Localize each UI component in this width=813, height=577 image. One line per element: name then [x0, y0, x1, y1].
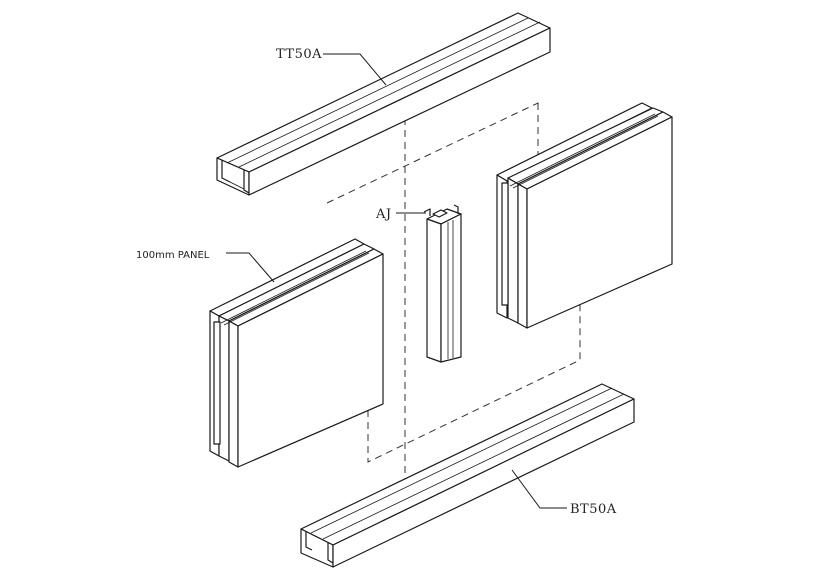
top-track-tt50a — [216, 12, 551, 196]
label-panel: 100mm PANEL — [136, 250, 275, 283]
assembly-guide-lines — [326, 102, 581, 500]
left-wall-panel — [209, 238, 384, 468]
svg-text:TT50A: TT50A — [276, 47, 322, 62]
aj-joint-profile — [423, 204, 462, 363]
svg-text:AJ: AJ — [375, 207, 392, 222]
svg-text:100mm PANEL: 100mm PANEL — [136, 250, 210, 261]
svg-text:BT50A: BT50A — [570, 502, 617, 517]
label-top-track: TT50A — [276, 47, 387, 86]
label-bottom-track: BT50A — [511, 469, 617, 517]
right-wall-panel — [496, 102, 673, 329]
bottom-track-bt50a — [300, 383, 635, 568]
label-joint: AJ — [375, 207, 426, 222]
